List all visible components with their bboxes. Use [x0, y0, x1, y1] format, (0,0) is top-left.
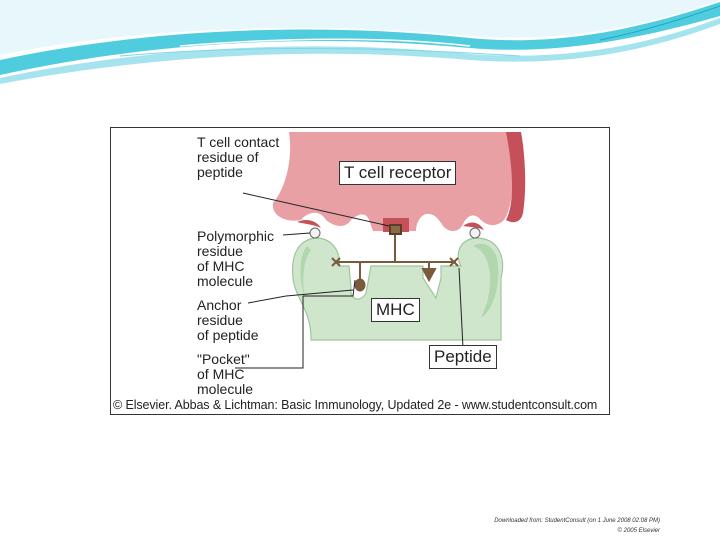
footer-line-1: Downloaded from: StudentConsult (on 1 Ju…	[494, 518, 660, 524]
footer-line-2: © 2005 Elsevier	[617, 528, 660, 534]
leader-lines	[235, 192, 464, 369]
download-footer: Downloaded from: StudentConsult (on 1 Ju…	[494, 516, 660, 536]
tcr-label-box: T cell receptor	[339, 161, 457, 185]
label-tcell-contact-residue: T cell contact residue of peptide	[197, 134, 280, 180]
mhc-peptide-figure: T cell contact residue of peptide Polymo…	[110, 127, 610, 415]
peptide-label-box: Peptide	[429, 345, 497, 369]
mhc-label-box: MHC	[371, 298, 420, 322]
header-swoosh	[0, 0, 720, 90]
label-mhc-pocket: "Pocket" of MHC molecule	[197, 351, 254, 397]
polymorphic-residues	[309, 227, 481, 239]
label-polymorphic-residue: Polymorphic residue of MHC molecule	[197, 228, 275, 289]
peptide-shape	[331, 224, 459, 292]
label-anchor-residue: Anchor residue of peptide	[197, 297, 259, 343]
figure-credit: © Elsevier. Abbas & Lichtman: Basic Immu…	[113, 398, 598, 412]
mhc-molecule-shape	[291, 237, 504, 341]
